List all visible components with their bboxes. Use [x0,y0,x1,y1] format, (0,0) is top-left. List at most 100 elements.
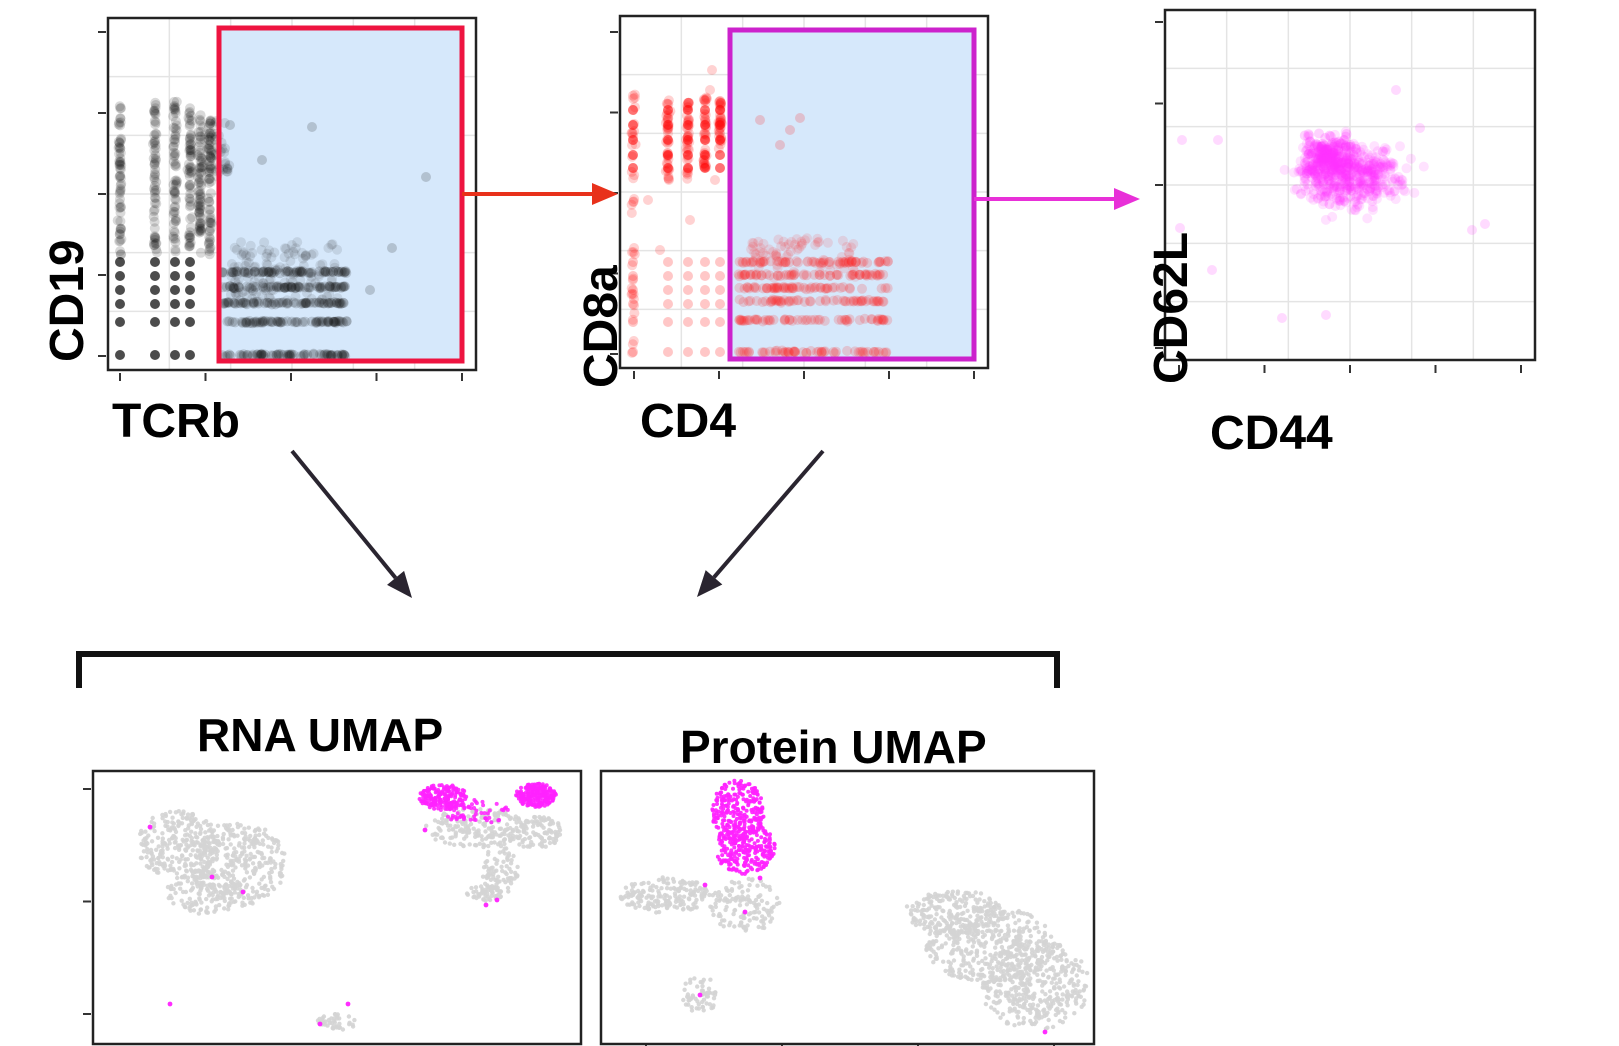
data-point [726,888,731,893]
data-point [170,102,181,113]
data-point [754,916,759,921]
data-point [772,260,783,270]
data-point [714,897,719,903]
data-point [205,145,215,156]
data-point [282,298,293,309]
data-point [198,122,209,133]
data-point [262,248,273,259]
data-point [533,783,538,788]
data-point [447,841,452,846]
data-point [507,866,512,871]
data-point [195,134,206,145]
data-point [247,838,253,843]
data-point [184,133,195,144]
data-point [323,298,334,309]
data-point [989,1005,994,1010]
data-point [151,129,162,140]
data-point [257,841,263,846]
data-point [330,316,341,327]
data-point [184,181,195,192]
data-point [706,986,712,991]
data-point [715,150,725,160]
data-point [186,130,197,141]
data-point [256,349,267,360]
data-point [149,223,160,234]
data-point [170,299,180,309]
data-point [172,176,182,187]
data-point [503,870,508,875]
data-point [208,150,219,161]
data-point [279,282,290,293]
data-point [874,296,885,307]
data-point [810,240,821,250]
data-point [183,857,188,862]
data-point [195,197,206,208]
data-point [271,886,277,892]
data-point [230,827,235,833]
data-point [249,266,260,277]
data-point [662,892,668,898]
data-point [248,833,253,839]
data-point [182,164,193,175]
data-point [474,801,479,806]
data-point [222,162,233,173]
data-point [149,198,160,208]
data-point [281,298,292,309]
data-point [740,897,746,902]
data-point [486,868,491,874]
data-point [857,283,867,294]
data-point [184,230,195,241]
data-point [185,180,195,191]
data-point [228,283,239,294]
data-point [266,299,277,310]
data-point [460,813,465,818]
data-point [1016,908,1022,914]
data-point [690,892,695,897]
data-point [205,176,216,187]
data-point [736,880,742,885]
data-point [115,216,126,227]
data-point [494,897,500,903]
data-point [241,895,246,900]
data-point [660,877,665,882]
data-point [194,206,205,217]
data-point [933,951,938,957]
data-point [340,266,350,277]
data-point [221,282,232,292]
data-point [323,1019,328,1024]
data-point [192,150,203,161]
data-point [1467,225,1477,235]
data-point [114,101,125,112]
data-point [339,281,350,292]
data-point [149,159,160,170]
data-point [688,977,693,982]
data-point [252,828,258,834]
data-point [740,889,745,895]
data-point [965,934,971,940]
data-point [184,238,195,249]
data-point [300,297,311,308]
data-point [215,896,220,902]
data-point [688,882,693,888]
data-point [190,848,195,853]
data-point [1032,926,1037,931]
data-point [1368,166,1378,177]
data-point [779,295,790,306]
gate2-fill [730,30,974,359]
axis-ticks [633,371,975,379]
data-point [205,223,216,234]
data-point [268,874,273,879]
data-point [303,282,314,293]
data-point [170,216,181,226]
data-point [974,950,979,956]
data-point [193,853,198,858]
data-point [205,118,216,129]
data-point [312,281,323,292]
data-point [257,281,268,292]
data-point [205,151,216,162]
data-point [337,1025,343,1030]
data-point [684,887,689,893]
data-point [700,135,710,145]
data-point [257,267,267,278]
